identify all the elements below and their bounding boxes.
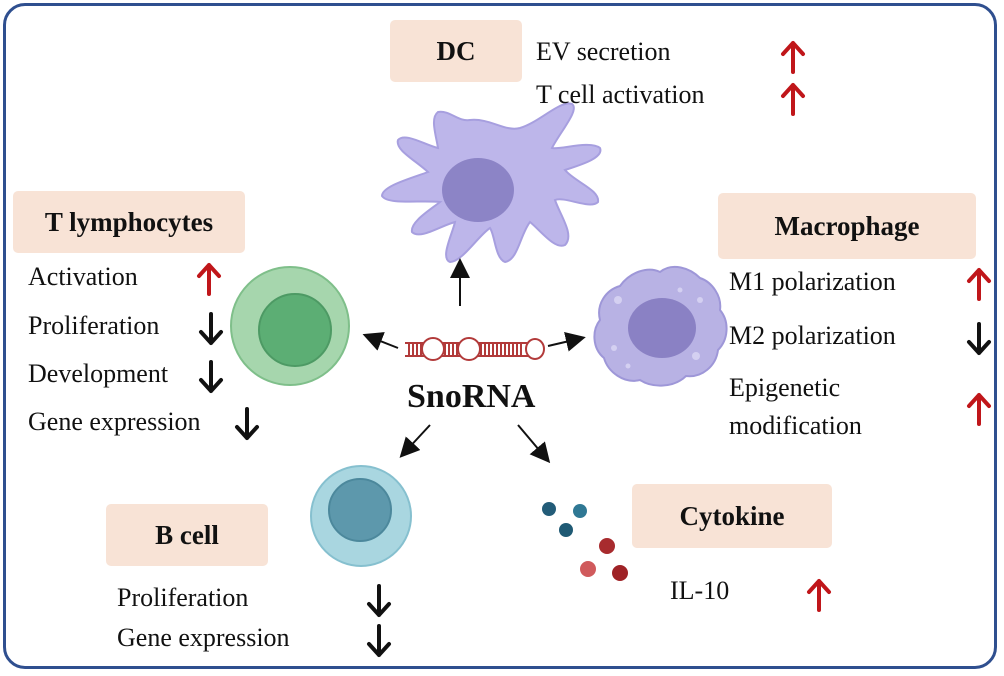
- t-item-activation: Activation: [28, 262, 138, 291]
- diagram-frame: [3, 3, 997, 669]
- up-arrow-icon: [806, 578, 832, 612]
- snorna-structure-icon: [405, 337, 545, 361]
- t-item-proliferation: Proliferation: [28, 311, 160, 340]
- down-arrow-icon: [966, 322, 992, 356]
- up-arrow-icon: [966, 392, 992, 426]
- b-cell-icon: [310, 465, 412, 567]
- b-item-proliferation: Proliferation: [117, 583, 249, 612]
- arrow-to-t-lymphocytes: [362, 332, 399, 351]
- arrow-to-macrophage: [547, 331, 586, 352]
- arrow-to-b-cell: [399, 424, 431, 458]
- dc-title: DC: [390, 20, 522, 82]
- macrophage-title: Macrophage: [718, 193, 976, 259]
- up-arrow-icon: [780, 40, 806, 74]
- macrophage-icon: [593, 265, 728, 387]
- up-arrow-icon: [780, 82, 806, 116]
- dc-item-ev-secretion: EV secretion: [536, 37, 671, 66]
- t-lymphocytes-title: T lymphocytes: [13, 191, 245, 253]
- macrophage-item-modification: modification: [729, 411, 862, 440]
- down-arrow-icon: [366, 624, 392, 658]
- b-cell-title: B cell: [106, 504, 268, 566]
- down-arrow-icon: [198, 360, 224, 394]
- down-arrow-icon: [234, 407, 260, 441]
- down-arrow-icon: [366, 584, 392, 618]
- macrophage-item-epigenetic: Epigenetic: [729, 373, 841, 402]
- snorna-label: SnoRNA: [407, 378, 536, 415]
- t-lymphocyte-icon: [230, 266, 350, 386]
- arrow-to-cytokine: [517, 424, 551, 464]
- up-arrow-icon: [196, 262, 222, 296]
- b-item-gene-expression: Gene expression: [117, 623, 290, 652]
- cytokine-dots-icon: [542, 502, 628, 581]
- macrophage-item-m2: M2 polarization: [729, 321, 896, 350]
- cytokine-title: Cytokine: [632, 484, 832, 548]
- t-item-gene-expression: Gene expression: [28, 407, 201, 436]
- connector-arrows: [362, 258, 586, 464]
- up-arrow-icon: [966, 267, 992, 301]
- cytokine-item-il10: IL-10: [670, 576, 730, 605]
- macrophage-item-m1: M1 polarization: [729, 267, 896, 296]
- t-item-development: Development: [28, 359, 169, 388]
- dendritic-cell-icon: [380, 102, 602, 264]
- down-arrow-icon: [198, 312, 224, 346]
- dc-item-t-cell-activation: T cell activation: [536, 80, 705, 109]
